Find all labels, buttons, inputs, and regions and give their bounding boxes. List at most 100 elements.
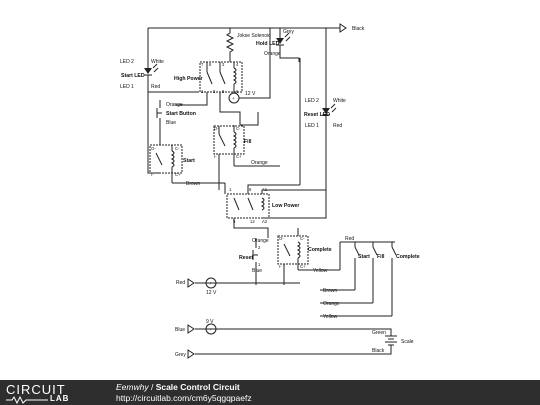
pin-reset-1: 1: [258, 262, 261, 267]
wire-lp-8: [247, 184, 300, 194]
panel-switch-fill: [372, 242, 378, 303]
pin-complete-i: I-: [279, 264, 282, 269]
logo-wave-icon: [6, 396, 48, 404]
label-brown-start: Brown: [186, 181, 200, 187]
label-grey-bottom: Grey: [175, 352, 186, 358]
panel-switch-start: [354, 242, 360, 290]
label-orange-reset: Orange: [252, 238, 269, 244]
reset-button: [252, 238, 258, 285]
pin-4: 4: [236, 62, 239, 67]
wire-lp-a2: [262, 190, 327, 219]
wire-fill-top: [240, 112, 259, 126]
start-button: [156, 100, 162, 145]
scale-battery: [385, 335, 397, 346]
label-red-right: Red: [333, 123, 342, 129]
wire-start-left: [147, 100, 160, 174]
pin-6: 6: [236, 89, 239, 94]
wire-blue-bottom: [195, 328, 392, 336]
voltage-source-9v: +: [205, 323, 217, 335]
label-orange-fill: Orange: [251, 160, 268, 166]
label-brown-bus: Brown: [323, 288, 337, 294]
schematic-canvas: Black Jokse Solenoid Grey Hold LED Orang…: [120, 23, 420, 359]
svg-text:+: +: [209, 327, 212, 332]
label-12v-top: 12 V: [245, 91, 256, 97]
wire-grey-bottom: [195, 345, 392, 355]
label-low-power: Low Power: [272, 203, 299, 209]
label-reset: Reset: [239, 255, 253, 261]
pin-lp-12: 12: [250, 219, 255, 224]
wire-hp-pin1: [175, 92, 208, 106]
label-orange-start: Orange: [166, 102, 183, 108]
logo-text-circuit: CIRCUIT: [6, 382, 66, 397]
circuit-url-link[interactable]: http://circuitlab.com/cm6y5qgqpaefz: [116, 393, 252, 403]
title-separator: /: [148, 382, 156, 392]
pin-3: 3: [222, 62, 225, 67]
pin-fill-c-minus: C-: [236, 126, 241, 131]
pin-8: 8: [209, 62, 212, 67]
label-white-left: White: [151, 59, 164, 65]
pin-start-i: I-: [151, 172, 154, 177]
label-fill-sw: Fill: [377, 254, 385, 260]
logo-text-lab: LAB: [50, 394, 70, 403]
label-black-top: Black: [352, 26, 365, 32]
label-blue-start: Blue: [166, 120, 176, 126]
label-black-bottom: Black: [372, 348, 385, 354]
footer-bar: CIRCUIT LAB Eemwhy / Scale Control Circu…: [0, 380, 540, 405]
blue-bottom-arrow: [187, 324, 195, 334]
pin-fill-o: O-: [214, 126, 219, 131]
label-blue-bottom: Blue: [175, 327, 185, 333]
label-red-bottom: Red: [176, 280, 185, 286]
label-start-button: Start Button: [166, 111, 196, 117]
label-12v-bottom: 12 V: [206, 290, 217, 296]
author-title-line: Eemwhy / Scale Control Circuit: [116, 382, 240, 392]
label-start-sw: Start: [358, 254, 370, 260]
label-yellow-mid: Yellow: [313, 268, 328, 274]
pin-complete-o: O-: [279, 236, 284, 241]
pin-complete-c-minus: C-: [300, 236, 305, 241]
label-start-led: Start LED: [121, 73, 145, 79]
label-9v: 9 V: [206, 319, 214, 325]
label-start-relay: Start: [183, 158, 195, 164]
reset-led: [322, 103, 337, 116]
label-led2-right: LED 2: [305, 98, 319, 104]
pin-5: 5: [222, 89, 225, 94]
panel-switch-complete: [391, 242, 397, 316]
circuit-title[interactable]: Scale Control Circuit: [155, 382, 240, 392]
label-red-panel: Red: [345, 236, 354, 242]
label-orange-top: Orange: [264, 51, 281, 57]
svg-text:+: +: [232, 96, 235, 101]
label-scale: Scale: [401, 339, 414, 345]
label-orange-bus: Orange: [323, 301, 340, 307]
author-name[interactable]: Eemwhy: [116, 382, 149, 392]
label-red-left: Red: [151, 84, 160, 90]
label-green: Green: [372, 330, 386, 336]
pin-7: 7: [201, 62, 204, 67]
label-complete-relay: Complete: [308, 247, 332, 253]
pin-fill-i: I-: [214, 154, 217, 159]
start-relay: [149, 144, 183, 183]
start-led: [144, 28, 159, 100]
wire-lp-a1: [261, 189, 326, 194]
wire-lp-9: [233, 218, 269, 238]
label-complete-sw: Complete: [396, 254, 420, 260]
label-jokse-solenoid: Jokse Solenoid: [237, 33, 271, 39]
circuitlab-logo: CIRCUIT LAB: [4, 382, 96, 404]
voltage-source-12v-top: +: [228, 28, 271, 104]
low-power-relay: [226, 193, 270, 219]
complete-relay: [277, 235, 309, 270]
grey-bottom-arrow: [187, 349, 195, 359]
pin-1: 1: [201, 89, 204, 94]
label-reset-led: Reset LED: [304, 112, 330, 118]
pin-2: 2: [213, 89, 216, 94]
pin-lp-8: 8: [249, 187, 252, 192]
fill-relay: [213, 125, 245, 190]
label-high-power: High Power: [174, 76, 203, 82]
pin-start-o: O-: [151, 146, 156, 151]
label-yellow-bus: Yellow: [323, 314, 338, 320]
pin-start-c-plus: C+: [175, 172, 181, 177]
red-bottom-arrow: [187, 278, 195, 288]
svg-text:+: +: [209, 281, 212, 286]
label-blue-reset: Blue: [252, 268, 262, 274]
wire-hp-pin5: [219, 92, 241, 125]
wire-black-top-bus: [148, 23, 347, 33]
